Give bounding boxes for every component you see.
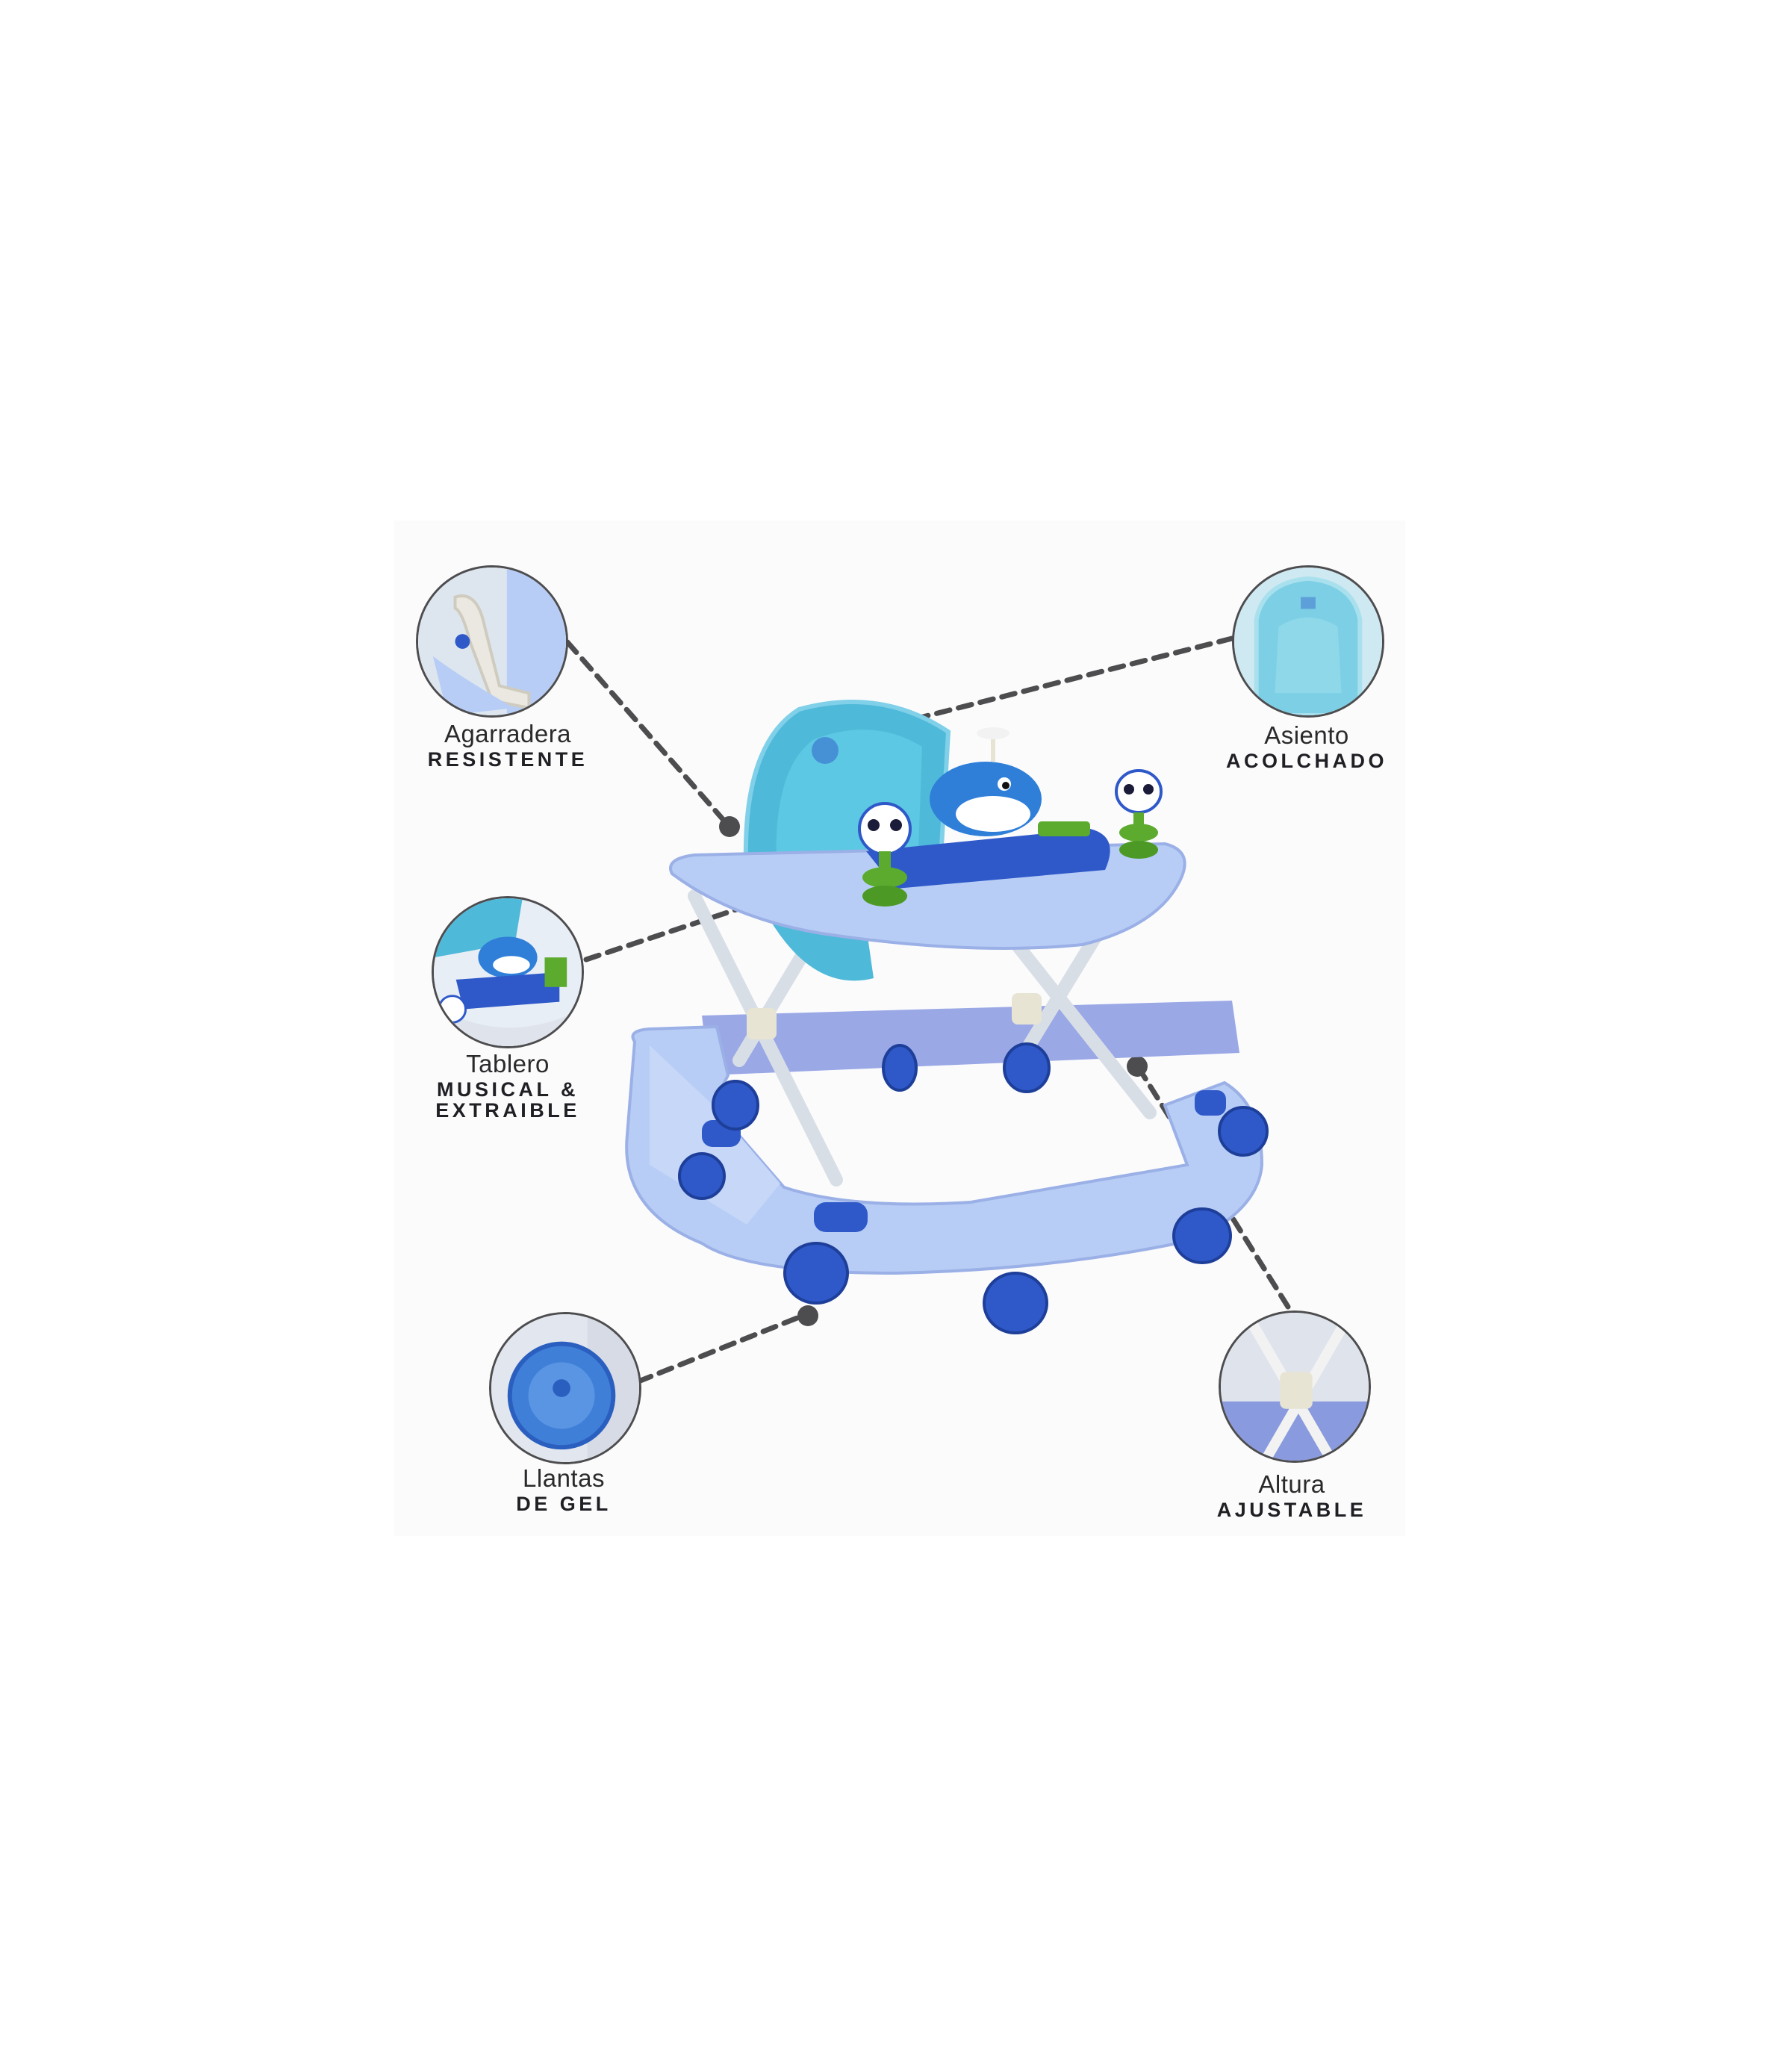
- tray-subtitle-2: EXTRAIBLE: [435, 1099, 580, 1122]
- feature-label-seat: Asiento ACOLCHADO: [1202, 721, 1411, 771]
- seat-closeup-icon: [1232, 565, 1384, 718]
- frame-closeup-icon: [1219, 1310, 1371, 1463]
- wheels-subtitle: DE GEL: [516, 1493, 612, 1515]
- seat-title: Asiento: [1264, 721, 1349, 749]
- feature-label-height: Altura AJUSTABLE: [1187, 1470, 1396, 1520]
- seat-subtitle: ACOLCHADO: [1226, 750, 1387, 772]
- wheel-closeup-icon: [489, 1312, 641, 1464]
- height-subtitle: AJUSTABLE: [1216, 1499, 1367, 1521]
- tray-subtitle-1: MUSICAL &: [436, 1078, 579, 1101]
- feature-label-wheels: Llantas DE GEL: [459, 1464, 668, 1514]
- feature-label-handle: Agarradera RESISTENTE: [403, 719, 612, 770]
- height-title: Altura: [1258, 1470, 1325, 1498]
- music-tray-closeup-icon: [432, 896, 584, 1048]
- handle-subtitle: RESISTENTE: [427, 748, 588, 771]
- feature-label-tray: Tablero MUSICAL & EXTRAIBLE: [403, 1049, 612, 1121]
- tray-title: Tablero: [466, 1050, 550, 1078]
- handle-title: Agarradera: [444, 720, 572, 747]
- handle-closeup-icon: [416, 565, 568, 718]
- wheels-title: Llantas: [523, 1464, 605, 1492]
